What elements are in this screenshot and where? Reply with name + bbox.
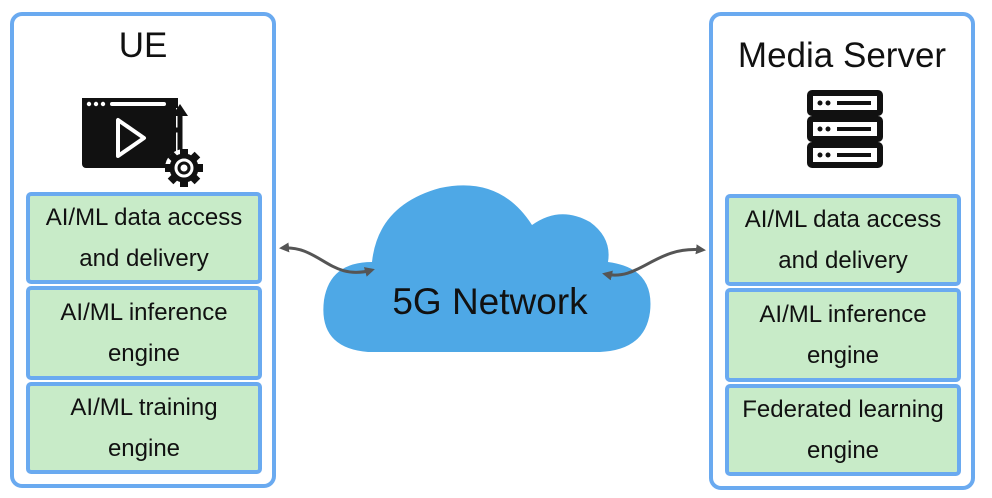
server-network-link-arrow: [602, 244, 706, 281]
ue-panel: UE AI: [10, 12, 276, 488]
cloud-icon: [323, 185, 651, 352]
network-label: 5G Network: [392, 281, 588, 322]
ue-module-data-access: AI/ML data access and delivery: [26, 192, 262, 284]
server-rack-icon: [807, 90, 883, 168]
server-module-inference: AI/ML inference engine: [725, 288, 961, 382]
server-module-federated-learning: Federated learning engine: [725, 384, 961, 476]
server-title: Media Server: [737, 36, 947, 75]
ue-module-training: AI/ML training engine: [26, 382, 262, 474]
ue-module-inference: AI/ML inference engine: [26, 286, 262, 380]
server-module-data-access: AI/ML data access and delivery: [725, 194, 961, 286]
ue-title: UE: [118, 26, 168, 65]
server-panel: Media Server AI/ML data access and deliv…: [709, 12, 975, 490]
video-settings-icon: [82, 98, 203, 187]
ue-network-link-arrow: [279, 242, 375, 277]
